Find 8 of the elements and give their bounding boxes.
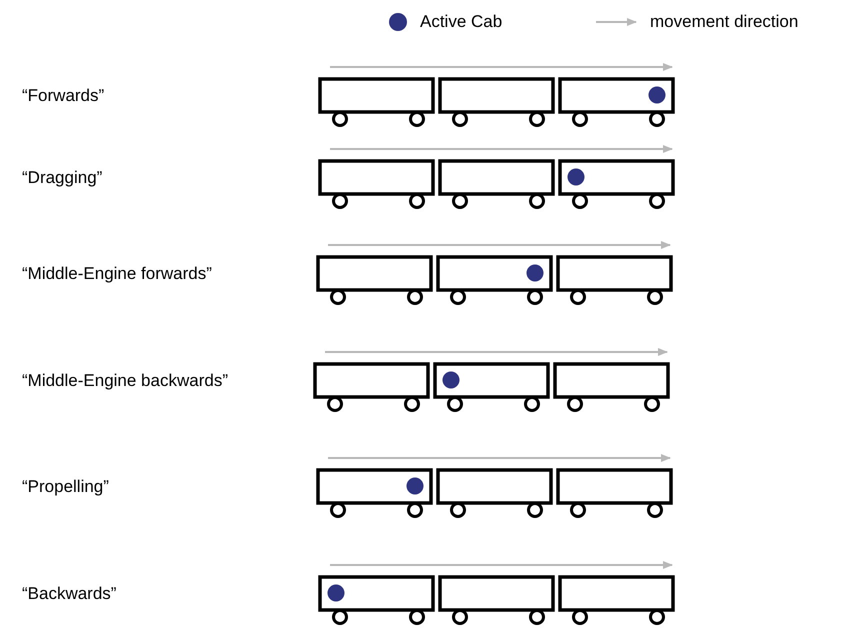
legend-label: Active Cab <box>420 12 502 32</box>
legend-label: movement direction <box>650 12 798 32</box>
mode-label: “Forwards” <box>22 86 104 106</box>
mode-label: “Backwards” <box>22 584 116 604</box>
mode-label: “Middle-Engine backwards” <box>22 371 228 391</box>
mode-label: “Middle-Engine forwards” <box>22 264 212 284</box>
mode-label: “Propelling” <box>22 477 109 497</box>
mode-label: “Dragging” <box>22 168 102 188</box>
